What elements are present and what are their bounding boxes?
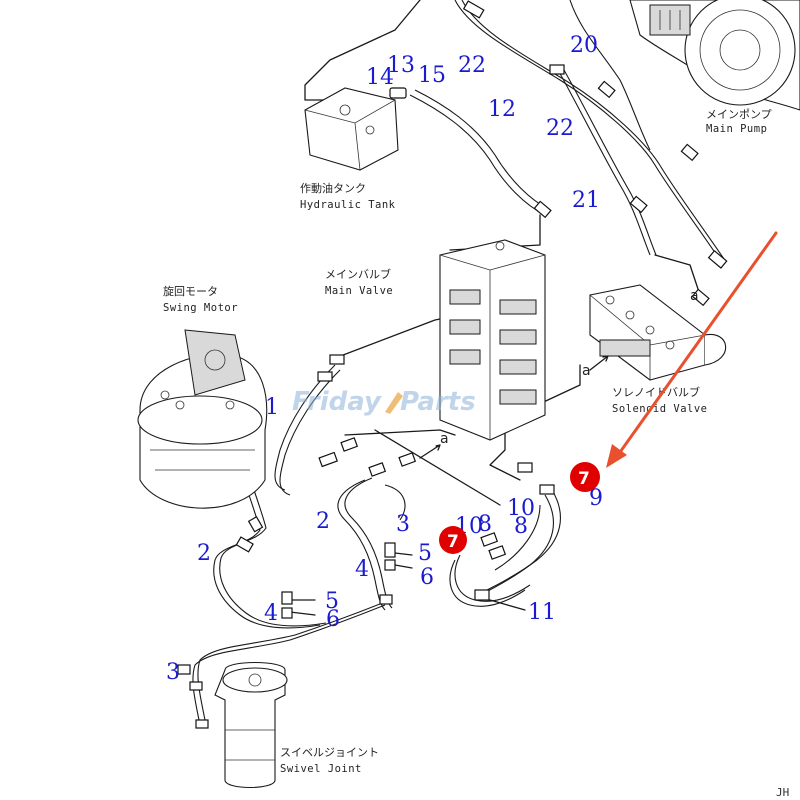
swivel-joint-label-jp: スイベルジョイント: [280, 746, 379, 759]
marker-circle: [439, 526, 467, 554]
ref-mark-a: a: [440, 431, 449, 447]
callout-number: 9: [589, 486, 603, 511]
watermark-part2: Parts: [400, 387, 476, 417]
callout-number: 21: [572, 188, 600, 213]
main-pump-label-jp: メインポンプ: [706, 108, 772, 121]
callout-number: 4: [355, 557, 369, 582]
swing-motor-label-en: Swing Motor: [163, 302, 238, 314]
marker-circle: [570, 462, 600, 492]
callout-number: 5: [325, 589, 339, 614]
highlight-marker: 7: [439, 526, 467, 554]
drawing-code: JH: [776, 786, 789, 799]
marker-label: 7: [578, 469, 590, 489]
callout-number: 4: [264, 601, 278, 626]
callout-number: 11: [528, 600, 556, 625]
callout-number: 14: [366, 65, 394, 90]
callout-number: 8: [478, 512, 492, 537]
callout-number: 22: [458, 53, 486, 78]
callout-number: 5: [418, 541, 432, 566]
callout-number: 10: [507, 496, 535, 521]
callout-number: 3: [396, 512, 410, 537]
fittings: [177, 0, 728, 675]
main-valve: [439, 239, 546, 441]
callouts: 22 22 20 13 14 15 12 21 1 2 2 3 3 4 4 5 …: [166, 33, 603, 685]
callout-number: 8: [514, 514, 528, 539]
watermark-part1: Friday: [292, 387, 382, 417]
pointer-arrow-icon: [606, 231, 778, 468]
marker-label: 7: [447, 532, 459, 552]
callout-number: 1: [265, 395, 279, 420]
hydraulic-tank-label-en: Hydraulic Tank: [300, 199, 396, 211]
main-pump: [629, 0, 800, 111]
callout-number: 6: [420, 565, 434, 590]
ref-arrow-icon: [419, 444, 441, 459]
main-valve-label-jp: メインバルブ: [325, 267, 391, 281]
callout-number: 15: [418, 63, 446, 88]
solenoid-valve: [589, 284, 727, 381]
callout-number: 12: [488, 97, 516, 122]
hydraulic-tank-label-jp: 作動油タンク: [300, 181, 366, 195]
hydraulic-tank: [304, 87, 407, 171]
callout-number: 13: [387, 53, 415, 78]
solenoid-valve-label-jp: ソレノイドバルブ: [612, 385, 700, 399]
ref-mark-a: a: [582, 363, 591, 379]
ref-mark-a: a: [690, 288, 699, 304]
swing-motor: [137, 329, 268, 509]
swivel-joint-label-en: Swivel Joint: [280, 763, 362, 775]
callout-number: 22: [546, 116, 574, 141]
ref-arrow-icon: [589, 355, 609, 371]
callout-number: 3: [166, 660, 180, 685]
main-valve-label-en: Main Valve: [325, 285, 393, 297]
swing-motor-label-jp: 旋回モータ: [163, 284, 218, 298]
highlight-marker: 7: [570, 462, 600, 492]
watermark-swoosh-icon: [385, 392, 403, 414]
callout-number: 20: [570, 33, 598, 58]
callout-number: 2: [316, 509, 330, 534]
swivel-joint: [189, 662, 288, 788]
callout-number: 2: [197, 541, 211, 566]
main-pump-label-en: Main Pump: [706, 123, 767, 135]
solenoid-valve-label-en: Solenoid Valve: [612, 403, 708, 415]
callout-number: 6: [326, 607, 340, 632]
